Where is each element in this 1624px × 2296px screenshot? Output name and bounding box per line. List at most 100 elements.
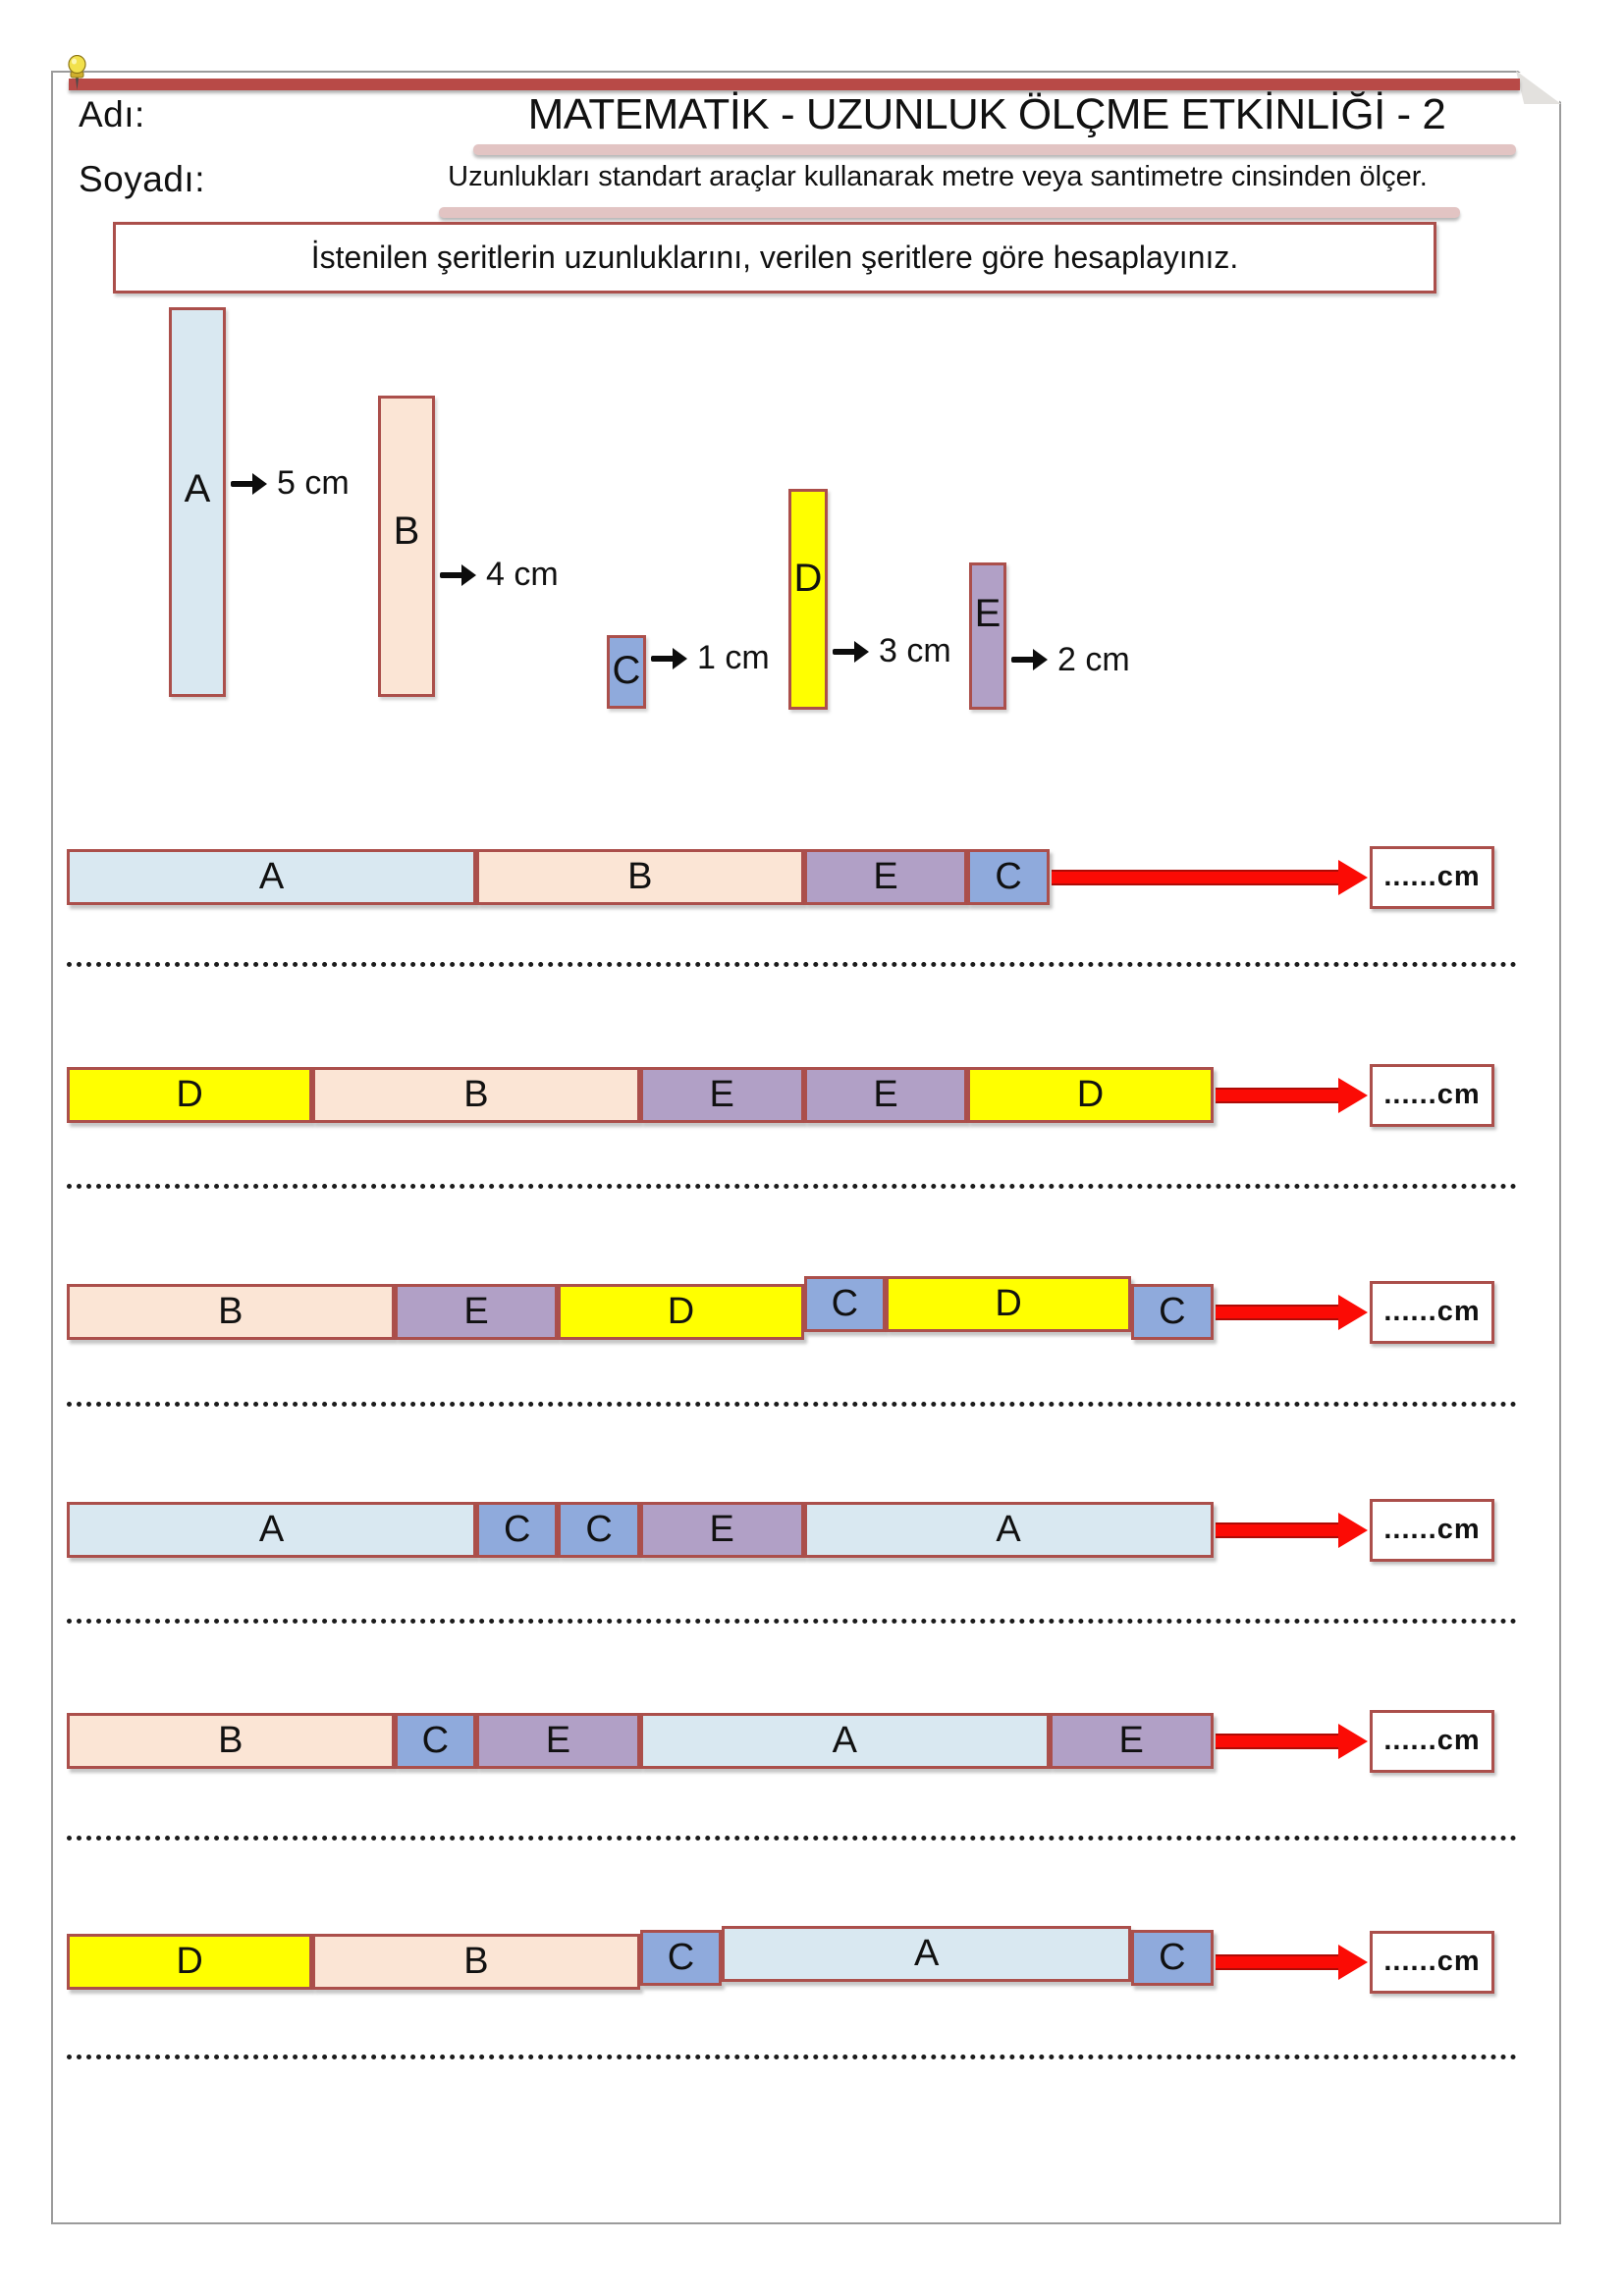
page-sheet bbox=[51, 71, 1561, 2224]
strip-label: D bbox=[793, 556, 823, 600]
answer-box[interactable]: ......cm bbox=[1370, 1063, 1494, 1127]
length-arrow-icon bbox=[1011, 657, 1035, 663]
surname-label: Soyadı: bbox=[79, 159, 205, 199]
strip-measure: 1 cm bbox=[651, 639, 770, 676]
row-segment-e: E bbox=[639, 1502, 804, 1558]
answer-box[interactable]: ......cm bbox=[1370, 845, 1494, 909]
row-segment-b: B bbox=[312, 1934, 640, 1990]
worksheet-subtitle: Uzunlukları standart araçlar kullanarak … bbox=[448, 161, 1428, 192]
answer-line[interactable] bbox=[67, 2055, 1517, 2059]
row-segment-b: B bbox=[312, 1067, 640, 1123]
length-arrow-icon bbox=[651, 655, 675, 662]
row-segment-d: D bbox=[558, 1284, 804, 1340]
answer-text: ......cm bbox=[1383, 1079, 1481, 1110]
reference-strip-e: E bbox=[969, 562, 1006, 710]
answer-arrow-head-icon bbox=[1338, 859, 1368, 895]
reference-strip-c: C bbox=[607, 635, 646, 709]
answer-line[interactable] bbox=[67, 1184, 1517, 1189]
row-segment-c: C bbox=[394, 1713, 476, 1769]
length-arrow-head-icon bbox=[854, 640, 869, 663]
answer-arrow-icon bbox=[1215, 1522, 1340, 1538]
strip-measure: 2 cm bbox=[1011, 640, 1130, 678]
row-segment-c: C bbox=[558, 1502, 640, 1558]
row-segment-b: B bbox=[67, 1284, 395, 1340]
pushpin-icon bbox=[63, 54, 90, 97]
reference-strip-a: A bbox=[169, 307, 226, 697]
strip-label: E bbox=[974, 592, 1001, 635]
answer-arrow-icon bbox=[1051, 869, 1340, 885]
name-label: Adı: bbox=[79, 94, 145, 134]
answer-text: ......cm bbox=[1383, 1514, 1481, 1545]
row-segment-a: A bbox=[67, 1502, 476, 1558]
answer-text: ......cm bbox=[1383, 1946, 1481, 1977]
row-segment-a: A bbox=[803, 1502, 1214, 1558]
answer-text: ......cm bbox=[1383, 861, 1481, 892]
strip-measure: 4 cm bbox=[440, 556, 559, 593]
answer-text: ......cm bbox=[1383, 1725, 1481, 1756]
row-segment-e: E bbox=[476, 1713, 640, 1769]
length-arrow-icon bbox=[833, 648, 856, 655]
row-segment-b: B bbox=[476, 849, 804, 905]
answer-text: ......cm bbox=[1383, 1296, 1481, 1327]
answer-arrow-head-icon bbox=[1338, 1077, 1368, 1113]
answer-line[interactable] bbox=[67, 962, 1517, 967]
row-segment-c: C bbox=[967, 849, 1050, 905]
strip-measure: 5 cm bbox=[231, 464, 350, 502]
answer-arrow-icon bbox=[1215, 1087, 1340, 1103]
length-arrow-head-icon bbox=[1033, 649, 1048, 670]
strip-measure: 3 cm bbox=[833, 632, 951, 669]
answer-arrow-icon bbox=[1215, 1953, 1340, 1970]
length-value: 5 cm bbox=[277, 464, 350, 502]
row-segment-c: C bbox=[1131, 1930, 1214, 1986]
length-value: 4 cm bbox=[486, 556, 559, 593]
row-segment-a: A bbox=[67, 849, 476, 905]
row-segment-d: D bbox=[67, 1934, 313, 1990]
row-segment-e: E bbox=[1049, 1713, 1214, 1769]
divider-bar-bottom bbox=[439, 207, 1460, 218]
top-red-bar bbox=[69, 79, 1520, 90]
strip-label: A bbox=[184, 466, 211, 510]
length-arrow-icon bbox=[440, 571, 463, 578]
row-segment-e: E bbox=[639, 1067, 804, 1123]
row-segment-a: A bbox=[722, 1926, 1132, 1982]
answer-arrow-head-icon bbox=[1338, 1944, 1368, 1980]
answer-arrow-head-icon bbox=[1338, 1512, 1368, 1548]
answer-box[interactable]: ......cm bbox=[1370, 1930, 1494, 1994]
reference-strip-d: D bbox=[788, 489, 828, 710]
length-value: 2 cm bbox=[1057, 640, 1130, 678]
answer-box[interactable]: ......cm bbox=[1370, 1498, 1494, 1562]
instruction-box: İstenilen şeritlerin uzunluklarını, veri… bbox=[113, 222, 1436, 294]
answer-box[interactable]: ......cm bbox=[1370, 1709, 1494, 1773]
row-segment-d: D bbox=[67, 1067, 313, 1123]
answer-line[interactable] bbox=[67, 1619, 1517, 1624]
answer-line[interactable] bbox=[67, 1836, 1517, 1841]
length-value: 3 cm bbox=[879, 632, 951, 669]
worksheet-title: MATEMATİK - UZUNLUK ÖLÇME ETKİNLİĞİ - 2 bbox=[527, 90, 1446, 138]
length-value: 1 cm bbox=[697, 639, 770, 676]
row-segment-a: A bbox=[639, 1713, 1050, 1769]
answer-box[interactable]: ......cm bbox=[1370, 1280, 1494, 1344]
length-arrow-icon bbox=[231, 480, 254, 487]
length-arrow-head-icon bbox=[252, 472, 267, 495]
divider-bar-top bbox=[473, 144, 1516, 155]
row-segment-c: C bbox=[1131, 1284, 1214, 1340]
strip-label: B bbox=[393, 508, 420, 553]
row-segment-e: E bbox=[394, 1284, 559, 1340]
answer-arrow-head-icon bbox=[1338, 1723, 1368, 1759]
reference-strip-b: B bbox=[378, 396, 435, 697]
row-segment-c: C bbox=[803, 1276, 886, 1332]
instruction-text: İstenilen şeritlerin uzunluklarını, veri… bbox=[310, 240, 1239, 275]
row-segment-c: C bbox=[639, 1930, 723, 1986]
row-segment-c: C bbox=[476, 1502, 559, 1558]
answer-arrow-head-icon bbox=[1338, 1294, 1368, 1330]
length-arrow-head-icon bbox=[673, 647, 687, 669]
row-segment-e: E bbox=[803, 849, 968, 905]
row-segment-e: E bbox=[803, 1067, 968, 1123]
row-segment-d: D bbox=[967, 1067, 1214, 1123]
row-segment-d: D bbox=[886, 1276, 1132, 1332]
answer-arrow-icon bbox=[1215, 1304, 1340, 1320]
answer-arrow-icon bbox=[1215, 1733, 1340, 1749]
answer-line[interactable] bbox=[67, 1402, 1517, 1407]
length-arrow-head-icon bbox=[461, 563, 476, 586]
